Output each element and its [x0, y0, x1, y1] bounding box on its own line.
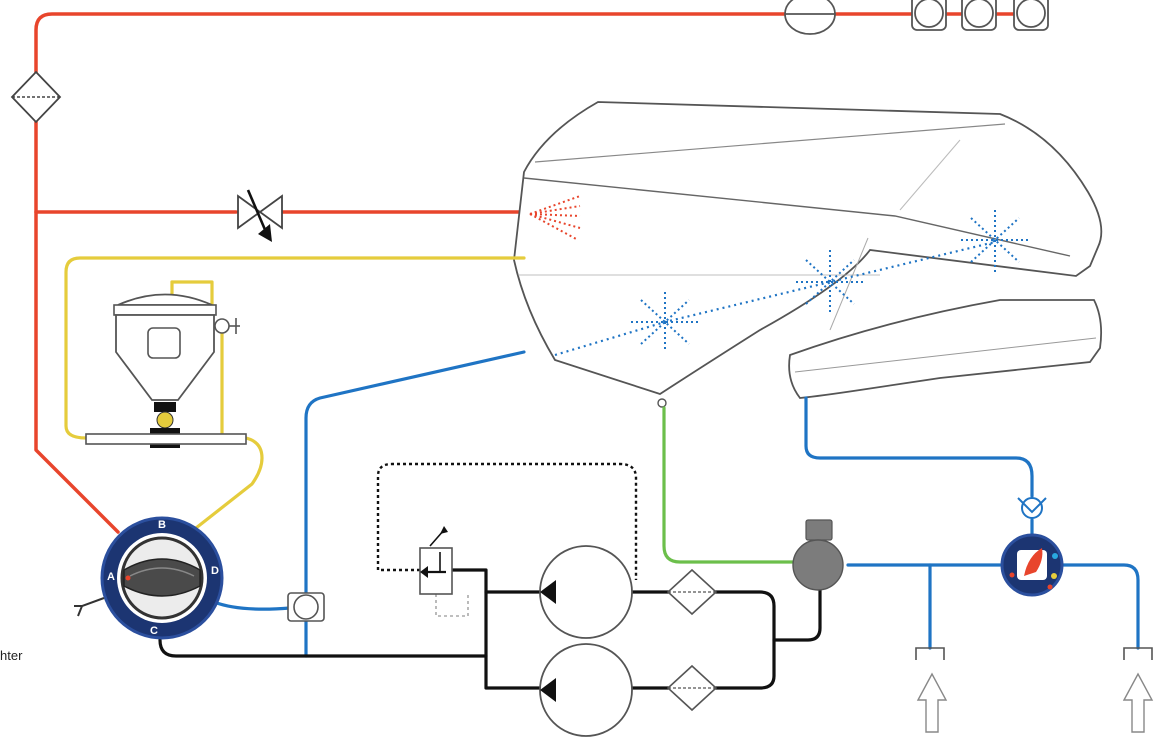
check-valve-icon [1017, 497, 1047, 519]
pump-upper [539, 545, 633, 639]
relief-valve-icon [419, 526, 453, 595]
arrow-up-icon [916, 672, 948, 733]
drain-line [435, 594, 469, 617]
pressure-filter-icon [10, 70, 62, 124]
pump-lower [539, 643, 633, 737]
flow-meter [784, 0, 836, 35]
suction-lines [212, 350, 1140, 658]
filter-upper-icon [666, 568, 718, 616]
pressure-lines [34, 12, 1016, 534]
valve-label-a: A [107, 571, 115, 583]
return-filter-icon [792, 519, 844, 591]
inlet-right [1122, 647, 1154, 733]
rinse-nozzle-2 [796, 250, 864, 314]
side-label: hter [0, 648, 23, 663]
valve-label-d: D [211, 565, 219, 577]
main-tank [513, 101, 1103, 408]
hydraulic-lines [158, 568, 822, 690]
rinse-nozzle-1 [631, 292, 699, 352]
pilot-line [376, 462, 638, 580]
valve-label-c: C [150, 625, 158, 637]
arrow-up-icon [1122, 672, 1154, 733]
valve-label-b: B [158, 519, 166, 531]
lever-icon [74, 597, 105, 617]
filter-lower-icon [666, 664, 718, 712]
chemical-inductor-hopper [85, 293, 247, 448]
tank-rinse-line-blue [554, 240, 996, 357]
return-line [662, 406, 820, 580]
suction-junction-valve [287, 592, 325, 622]
tank-rinse-nozzle-red [529, 195, 581, 241]
top-gauge-group [784, 0, 1049, 35]
rinse-nozzle-3 [961, 210, 1029, 272]
inlet-left [915, 647, 948, 733]
agitation-valve-icon [237, 189, 283, 242]
main-selector-valve[interactable] [74, 516, 224, 640]
fill-selector-valve[interactable] [1000, 533, 1064, 597]
